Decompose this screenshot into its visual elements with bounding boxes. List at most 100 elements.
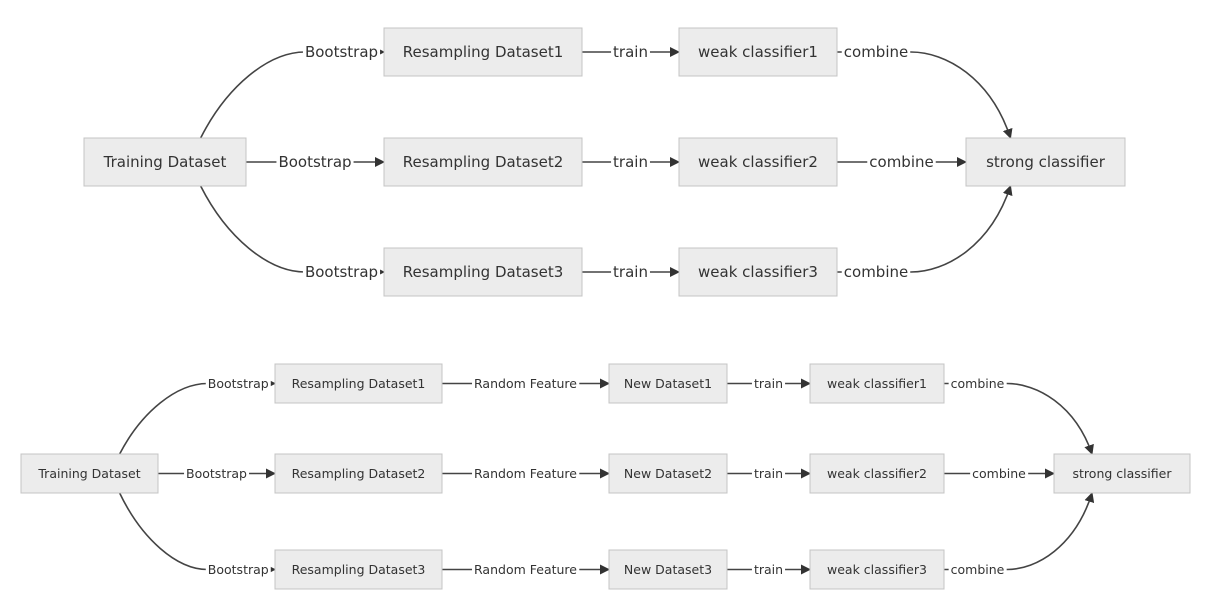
bottom-node-label-r1: Resampling Dataset1 bbox=[292, 376, 426, 391]
top-edge-label: Bootstrap bbox=[278, 153, 351, 171]
bottom-edge-label-bg bbox=[472, 376, 580, 391]
top-node-label-w1: weak classifier1 bbox=[698, 43, 818, 61]
top-edge-train-r3: Bootstrap bbox=[199, 185, 385, 281]
top-node-label-train: Training Dataset bbox=[103, 153, 227, 171]
top-edge-label: train bbox=[613, 43, 648, 61]
bottom-edge-train-r1: Bootstrap bbox=[118, 376, 276, 455]
top-edge-label-bg bbox=[611, 263, 650, 281]
top-edge-label-bg bbox=[841, 263, 911, 281]
top-node-label-r1: Resampling Dataset1 bbox=[403, 43, 564, 61]
top-edge-label-bg bbox=[611, 153, 650, 171]
bottom-edge-label: train bbox=[754, 376, 783, 391]
top-edge-line bbox=[199, 185, 385, 277]
bottom-node-label-r2: Resampling Dataset2 bbox=[292, 466, 426, 481]
top-edge-w1-strong: combine bbox=[837, 43, 1013, 139]
top-edge-r2-w2: train bbox=[582, 153, 680, 171]
top-edge-label: combine bbox=[844, 263, 908, 281]
top-edge-w2-strong: combine bbox=[837, 153, 967, 171]
top-node-label-r2: Resampling Dataset2 bbox=[403, 153, 564, 171]
bottom-node-train: Training Dataset bbox=[20, 453, 159, 494]
bottom-edge-r1-n1: Random Feature bbox=[442, 376, 610, 391]
bottom-edge-label-bg bbox=[472, 562, 580, 577]
top-node-train: Training Dataset bbox=[83, 137, 247, 187]
top-node-label-w3: weak classifier3 bbox=[698, 263, 818, 281]
bottom-node-label-w1: weak classifier1 bbox=[827, 376, 927, 391]
bottom-node-n3: New Dataset3 bbox=[608, 549, 728, 590]
bottom-edge-line bbox=[118, 378, 276, 455]
bottom-node-label-w3: weak classifier3 bbox=[827, 562, 927, 577]
top-edge-w3-strong: combine bbox=[837, 185, 1013, 281]
bottom-edge-label: Bootstrap bbox=[208, 562, 269, 577]
bottom-node-r3: Resampling Dataset3 bbox=[274, 549, 443, 590]
top-node-strong: strong classifier bbox=[965, 137, 1126, 187]
bottom-node-w2: weak classifier2 bbox=[809, 453, 945, 494]
top-node-label-strong: strong classifier bbox=[986, 153, 1106, 171]
bottom-edge-label: combine bbox=[951, 562, 1005, 577]
bottom-node-label-n3: New Dataset3 bbox=[624, 562, 712, 577]
bottom-node-n2: New Dataset2 bbox=[608, 453, 728, 494]
top-node-r2: Resampling Dataset2 bbox=[383, 137, 583, 187]
bottom-edge-label-bg bbox=[205, 376, 271, 391]
top-edge-train-r2: Bootstrap bbox=[246, 153, 385, 171]
bottom-nodes: Training Dataset Resampling Dataset1Resam… bbox=[20, 363, 1191, 590]
top-edge-label: Bootstrap bbox=[305, 43, 378, 61]
bottom-edge-label-bg bbox=[948, 376, 1007, 391]
bottom-edge-label: Random Feature bbox=[474, 562, 577, 577]
top-node-r1: Resampling Dataset1 bbox=[383, 27, 583, 77]
bottom-node-label-w2: weak classifier2 bbox=[827, 466, 927, 481]
top-node-label-r3: Resampling Dataset3 bbox=[403, 263, 564, 281]
bottom-node-r2: Resampling Dataset2 bbox=[274, 453, 443, 494]
bottom-edge-line bbox=[944, 492, 1095, 571]
top-node-w2: weak classifier2 bbox=[678, 137, 838, 187]
bottom-node-w1: weak classifier1 bbox=[809, 363, 945, 404]
bottom-node-label-strong: strong classifier bbox=[1073, 466, 1173, 481]
bottom-edge-label-bg bbox=[184, 466, 250, 481]
bottom-node-label-train: Training Dataset bbox=[37, 466, 140, 481]
bottom-edge-label-bg bbox=[751, 466, 786, 481]
bottom-node-label-n1: New Dataset1 bbox=[624, 376, 712, 391]
top-node-r3: Resampling Dataset3 bbox=[383, 247, 583, 297]
bottom-edge-train-r3: Bootstrap bbox=[118, 492, 276, 577]
top-node-w3: weak classifier3 bbox=[678, 247, 838, 297]
bottom-node-strong: strong classifier bbox=[1053, 453, 1191, 494]
bottom-edge-label: Bootstrap bbox=[186, 466, 247, 481]
bottom-node-w3: weak classifier3 bbox=[809, 549, 945, 590]
bottom-edge-label: Random Feature bbox=[474, 376, 577, 391]
bottom-edge-line bbox=[118, 492, 276, 575]
bottom-edge-label-bg bbox=[205, 562, 271, 577]
top-edge-r1-w1: train bbox=[582, 43, 680, 61]
top-nodes: Training Dataset Resampling Dataset1Resam… bbox=[83, 27, 1126, 297]
top-edges: BootstrapBootstrapBootstraptraintraintra… bbox=[199, 43, 1013, 281]
bottom-edge-train-r2: Bootstrap bbox=[158, 466, 276, 481]
bottom-edge-line bbox=[944, 382, 1094, 455]
bottom-node-r1: Resampling Dataset1 bbox=[274, 363, 443, 404]
bottom-edge-w1-strong: combine bbox=[944, 376, 1094, 455]
top-edge-label-bg bbox=[611, 43, 650, 61]
bottom-node-label-r3: Resampling Dataset3 bbox=[292, 562, 426, 577]
bottom-edge-w3-strong: combine bbox=[944, 492, 1095, 577]
bottom-edge-label: combine bbox=[951, 376, 1005, 391]
top-edge-label: combine bbox=[869, 153, 933, 171]
bottom-edge-r3-n3: Random Feature bbox=[442, 562, 610, 577]
bottom-edge-label-bg bbox=[751, 376, 786, 391]
bottom-edge-n1-w1: train bbox=[727, 376, 811, 391]
bottom-edge-label: train bbox=[754, 562, 783, 577]
top-edge-label-bg bbox=[302, 263, 381, 281]
bottom-edge-label-bg bbox=[970, 466, 1029, 481]
bottom-edge-w2-strong: combine bbox=[944, 466, 1055, 481]
top-edge-label-bg bbox=[302, 43, 381, 61]
bottom-edge-label-bg bbox=[751, 562, 786, 577]
top-edge-label-bg bbox=[841, 43, 911, 61]
bottom-node-label-n2: New Dataset2 bbox=[624, 466, 712, 481]
bottom-edge-label: combine bbox=[972, 466, 1026, 481]
bottom-edge-n3-w3: train bbox=[727, 562, 811, 577]
top-edge-label: train bbox=[613, 263, 648, 281]
top-edge-label: train bbox=[613, 153, 648, 171]
bottom-edge-label-bg bbox=[472, 466, 580, 481]
bottom-edge-r2-n2: Random Feature bbox=[442, 466, 610, 481]
bottom-edge-label: train bbox=[754, 466, 783, 481]
top-node-label-w2: weak classifier2 bbox=[698, 153, 818, 171]
